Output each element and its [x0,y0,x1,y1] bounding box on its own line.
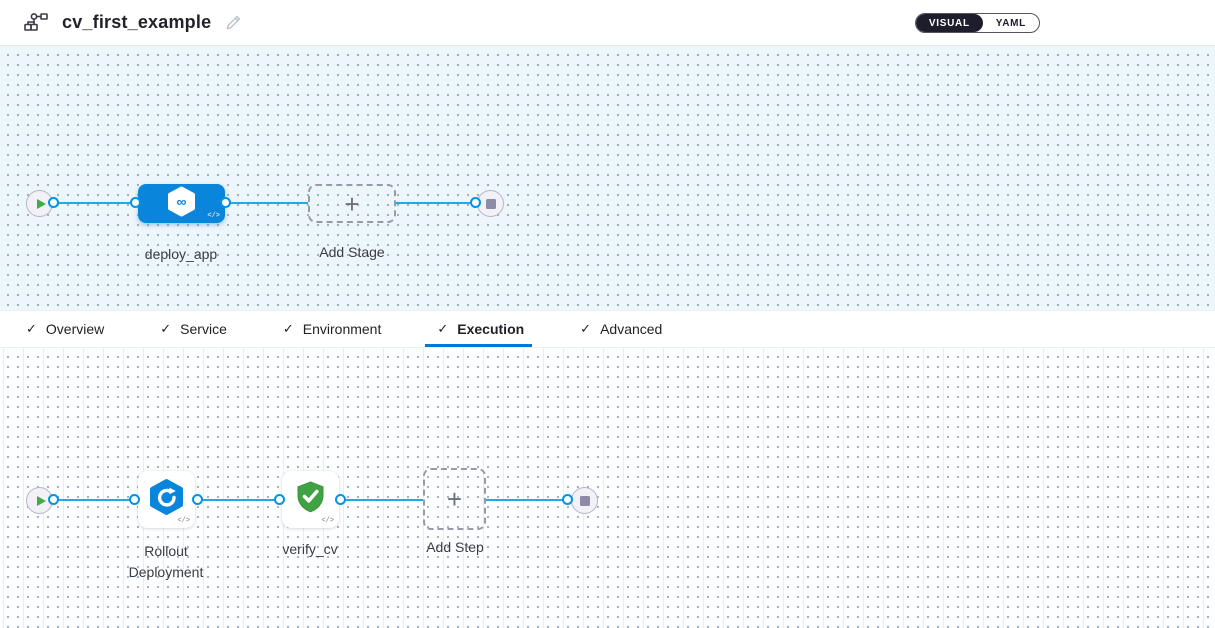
add-step-button[interactable]: + [423,468,486,530]
play-icon [36,495,46,506]
edge-line [53,499,137,501]
edge-line [340,499,423,501]
check-icon: ✓ [282,321,294,336]
tab-service[interactable]: ✓ Service [160,311,227,347]
tab-environment[interactable]: ✓ Environment [283,311,382,347]
tab-overview[interactable]: ✓ Overview [26,311,104,347]
step-label: Rollout Deployment [128,543,204,580]
stage-node-deploy-app[interactable]: ∞ </> [138,184,225,223]
connector-port[interactable] [562,494,573,505]
check-icon: ✓ [26,321,37,336]
edge-line [486,499,568,501]
connector-port[interactable] [48,494,59,505]
execution-canvas[interactable]: </> Rollout Deployment </> verify_cv + A… [0,348,1215,628]
tab-advanced[interactable]: ✓ Advanced [580,311,662,347]
stage-config-tabs: ✓ Overview ✓ Service ✓ Environment ✓ Exe… [0,310,1215,348]
tab-label: Environment [302,321,382,337]
connector-port[interactable] [130,197,141,208]
rollout-icon [148,478,185,521]
edge-line [197,499,281,501]
check-icon: ✓ [160,321,172,336]
tab-label: Execution [457,321,525,337]
add-step-label: Add Step [426,539,484,555]
connector-port[interactable] [274,494,285,505]
connector-port[interactable] [48,197,59,208]
connector-port[interactable] [470,197,481,208]
tab-label: Advanced [600,321,663,337]
view-toggle: VISUAL YAML [914,13,1040,33]
stage-label: deploy_app [144,246,218,262]
step-label: verify_cv [282,541,338,557]
check-icon: ✓ [580,321,592,336]
code-icon: </> [321,517,334,525]
header: cv_first_example VISUAL YAML [0,0,1215,46]
tab-label: Overview [45,321,105,337]
edge-line [53,202,137,204]
pipeline-icon [22,12,48,33]
connector-port[interactable] [192,494,203,505]
page-title: cv_first_example [62,12,212,32]
end-node [477,190,504,217]
code-icon: </> [207,212,220,220]
edge-line [224,202,308,204]
shield-check-icon [294,480,327,519]
tab-execution[interactable]: ✓ Execution [425,311,532,347]
connector-port[interactable] [220,197,231,208]
connector-port[interactable] [335,494,346,505]
check-icon: ✓ [437,321,449,336]
stop-icon [579,495,590,506]
infinity-glyph: ∞ [177,193,187,209]
toggle-yaml-button[interactable]: YAML [995,17,1026,29]
step-node-rollout-deployment[interactable]: </> [138,471,195,528]
edit-pencil-icon[interactable] [225,14,242,31]
stage-canvas[interactable]: ∞ </> deploy_app + Add Stage [0,46,1215,310]
add-stage-button[interactable]: + [308,184,396,223]
plus-icon: + [344,188,360,219]
stop-icon [485,198,496,209]
plus-icon: + [446,484,463,514]
toggle-visual-button[interactable]: VISUAL [915,14,983,32]
play-icon [36,198,46,209]
end-node [571,487,598,514]
code-icon: </> [177,517,190,525]
connector-port[interactable] [129,494,140,505]
step-node-verify-cv[interactable]: </> [282,471,339,528]
cd-hexagon-icon: ∞ [167,186,196,222]
add-stage-label: Add Stage [319,244,385,260]
tab-label: Service [180,321,227,337]
edge-line [394,202,476,204]
